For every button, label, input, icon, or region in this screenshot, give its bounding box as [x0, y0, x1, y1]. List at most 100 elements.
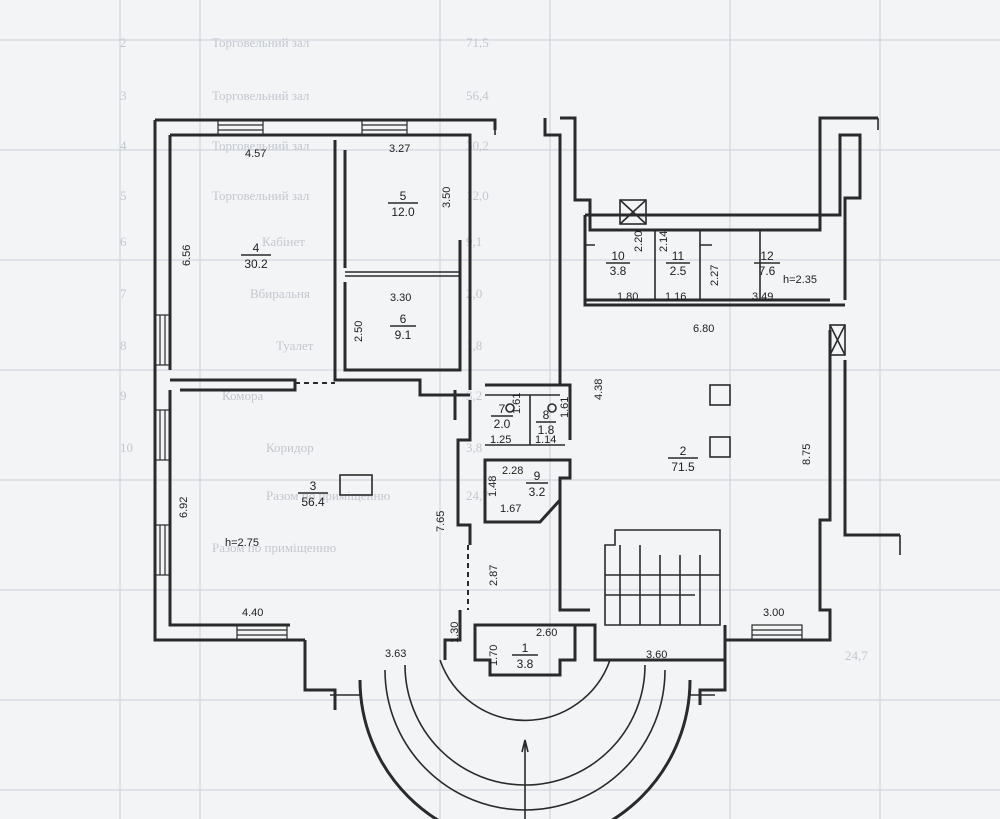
windows: [154, 119, 803, 641]
height-label-main: h=2.75: [225, 537, 259, 549]
dimension-label: 6.80: [693, 323, 714, 335]
column-marker: [709, 436, 731, 458]
room-number: 3: [310, 479, 317, 493]
room-area: 2.5: [670, 264, 687, 278]
dimension-label: 4.38: [593, 379, 605, 400]
bg-row-name: Торговельний зал: [212, 188, 310, 203]
bg-total-area: 24,7: [845, 648, 868, 663]
bg-row-num: 4: [120, 138, 127, 153]
dimension-label: 3.30: [390, 292, 411, 304]
bg-row-name: Торговельний зал: [212, 138, 310, 153]
room-11: 11 2.5: [666, 249, 690, 278]
room-7: 7 2.0: [491, 402, 513, 431]
dimension-label: 1.25: [490, 434, 511, 446]
dimension-labels: 4.57 3.27 3.50 6.56 3.30 2.50 6.92 7.65 …: [178, 143, 813, 666]
bg-row-area: 56,4: [466, 88, 489, 103]
dimension-label: 6.56: [181, 245, 193, 266]
room-area: 3.8: [517, 657, 534, 671]
dimension-label: 2.27: [709, 265, 721, 286]
dimension-label: 1.48: [487, 476, 499, 497]
bg-row-name: Торговельний зал: [212, 35, 310, 50]
column-marker: [709, 384, 731, 406]
dimension-label: 2.87: [488, 565, 500, 586]
height-label-room12: h=2.35: [783, 274, 817, 286]
room-10: 10 3.8: [606, 249, 630, 278]
bg-total-label: Разом по приміщенню: [212, 540, 336, 555]
room-2: 2 71.5: [668, 444, 698, 474]
dimension-label: 1.30: [449, 622, 461, 643]
bg-row-num: 2: [120, 35, 127, 50]
room-number: 1: [522, 641, 529, 655]
dimension-label: 1.61: [559, 397, 571, 418]
dimension-label: 2.50: [353, 321, 365, 342]
room-6: 6 9.1: [390, 312, 416, 342]
room-labels: 1 3.8 2 71.5 3 56.4 4 30.2 5 12.0 6 9.1: [225, 189, 817, 671]
bg-row-area: 12,0: [466, 188, 489, 203]
dimension-label: 7.65: [435, 511, 447, 532]
room-5: 5 12.0: [388, 189, 418, 219]
dimension-label: 1.16: [665, 291, 686, 303]
dimension-label: 4.57: [245, 148, 266, 160]
bg-row-area: 3,8: [466, 440, 482, 455]
dimension-label: 2.20: [633, 231, 645, 252]
room-area: 3.8: [610, 264, 627, 278]
bg-row-area: 24,7: [466, 488, 489, 503]
bg-row-name: Кабінет: [262, 234, 305, 249]
room-number: 9: [534, 469, 541, 483]
room-area: 7.6: [759, 264, 776, 278]
bg-row-name: Торговельний зал: [212, 88, 310, 103]
room-area: 12.0: [391, 205, 415, 219]
room-area: 56.4: [301, 495, 325, 509]
room-number: 7: [499, 402, 506, 416]
bg-row-area: 71,5: [466, 35, 489, 50]
room-1: 1 3.8: [512, 641, 538, 671]
dimension-label: 1.67: [500, 503, 521, 515]
room-12: 12 7.6: [754, 249, 780, 278]
room-area: 3.2: [529, 485, 546, 499]
bg-row-area: 9,1: [466, 234, 482, 249]
bg-row-num: 5: [120, 188, 127, 203]
dimension-label: 3.00: [763, 607, 784, 619]
bg-row-name: Вбиральня: [250, 286, 310, 301]
dimension-label: 8.75: [801, 444, 813, 465]
bg-row-area: 3,2: [466, 388, 482, 403]
bg-row-area: 2,0: [466, 286, 482, 301]
dimension-label: 3.60: [646, 649, 667, 661]
room-9: 9 3.2: [526, 469, 548, 499]
room-3: 3 56.4: [298, 479, 328, 509]
room-number: 5: [400, 189, 407, 203]
room-number: 10: [611, 249, 625, 263]
dimension-label: 1.14: [535, 434, 556, 446]
room-number: 4: [253, 241, 260, 255]
dimension-label: 3.63: [385, 648, 406, 660]
bg-row-name: Туалет: [276, 338, 314, 353]
bg-row-num: 9: [120, 388, 127, 403]
dimension-label: 2.14: [658, 231, 670, 252]
dimension-label: 3.50: [441, 187, 453, 208]
dimension-label: 3.49: [752, 291, 773, 303]
bg-row-name: Комора: [222, 388, 264, 403]
dimension-label: 4.40: [242, 607, 263, 619]
bg-row-num: 10: [120, 440, 133, 455]
dimension-label: 2.60: [536, 627, 557, 639]
room-number: 12: [760, 249, 774, 263]
fixtures: [295, 199, 846, 610]
room-area: 71.5: [671, 460, 695, 474]
room-area: 2.0: [494, 417, 511, 431]
background-table: 2 Торговельний зал 71,5 3 Торговельний з…: [120, 35, 868, 663]
room-number: 11: [672, 249, 685, 263]
dimension-label: 2.28: [502, 465, 523, 477]
room-number: 8: [543, 408, 550, 422]
dimension-label: 1.80: [617, 291, 638, 303]
bg-row-area: 1,8: [466, 338, 482, 353]
dimension-label: 1.61: [511, 393, 523, 414]
bg-row-num: 3: [120, 88, 127, 103]
room-area: 9.1: [395, 328, 412, 342]
bg-row-name: Коридор: [266, 440, 314, 455]
dimension-label: 6.92: [178, 497, 190, 518]
dimension-label: 3.27: [389, 143, 410, 155]
room-area: 1.8: [538, 423, 555, 437]
fixture-marker: [339, 474, 373, 496]
walls: [153, 116, 901, 819]
